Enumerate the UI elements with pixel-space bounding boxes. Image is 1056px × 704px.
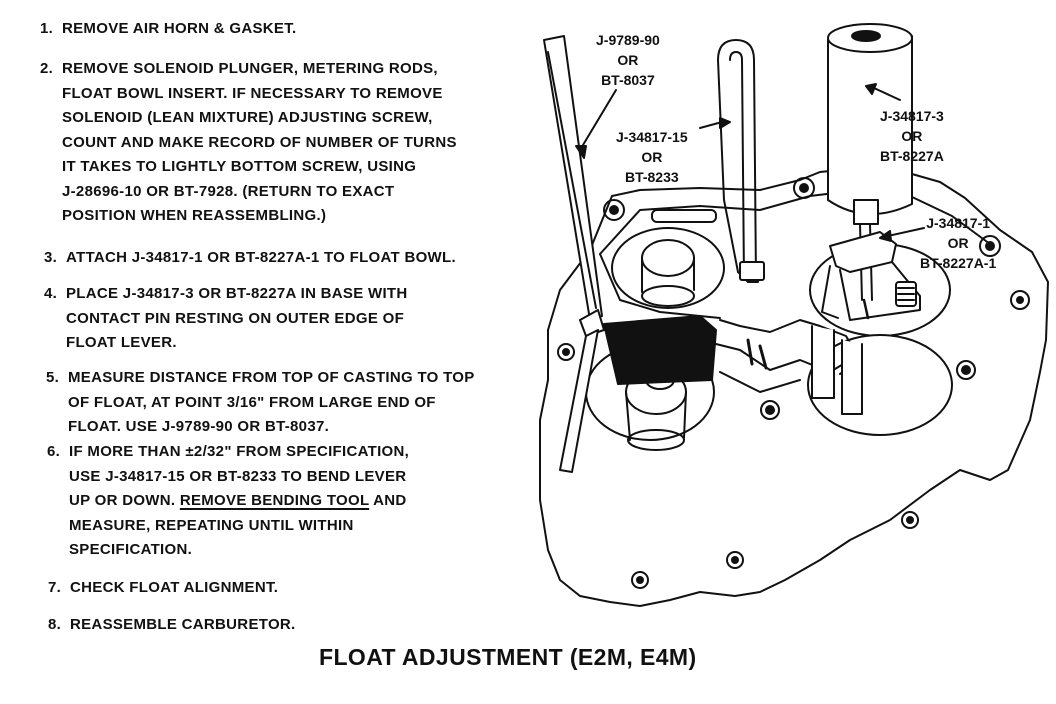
callout-line: OR (947, 235, 969, 251)
step-number: 2. (40, 60, 54, 77)
step-text-line: FLOAT BOWL INSERT. IF NECESSARY TO REMOV… (62, 84, 443, 102)
step-number: 5. (46, 369, 60, 386)
step-text-line: COUNT AND MAKE RECORD OF NUMBER OF TURNS (62, 133, 457, 151)
step-text-segment: AND (373, 492, 407, 509)
step-number: 3. (44, 249, 58, 266)
step-text-line: PLACE J-34817-3 OR BT-8227A IN BASE WITH (66, 285, 408, 302)
callout-line: J-34817-1 (926, 215, 991, 231)
callout-J-34817-15: J-34817-15 OR BT-8233 (616, 127, 688, 187)
step-text-line: SPECIFICATION. (69, 541, 193, 558)
callout-J-34817-1: J-34817-1 OR BT-8227A-1 (920, 213, 996, 273)
step-text-line: MEASURE DISTANCE FROM TOP OF CASTING TO … (68, 369, 475, 386)
callout-line: J-9789-90 (596, 32, 660, 48)
step-number: 7. (48, 579, 62, 596)
callout-line: OR (641, 149, 663, 165)
step-text-line: REASSEMBLE CARBURETOR. (70, 616, 296, 633)
callout-line: OR (617, 52, 639, 68)
callout-J-9789-90: J-9789-90 OR BT-8037 (596, 30, 660, 90)
step-text-line: CONTACT PIN RESTING ON OUTER EDGE OF (66, 309, 405, 327)
step-text-line: SOLENOID (LEAN MIXTURE) ADJUSTING SCREW, (62, 109, 433, 126)
step-text-segment: UP OR DOWN. (69, 492, 176, 509)
callout-line: J-34817-15 (616, 129, 688, 145)
underlined-emphasis: REMOVE BENDING TOOL (179, 492, 370, 509)
step-number: 8. (48, 616, 62, 633)
callout-line: OR (901, 128, 923, 144)
step-text-line: REMOVE SOLENOID PLUNGER, METERING RODS, (62, 60, 438, 77)
callout-J-34817-3: J-34817-3 OR BT-8227A (880, 106, 944, 166)
step-number: 6. (47, 443, 61, 460)
step-text-line: OF FLOAT, AT POINT 3/16" FROM LARGE END … (68, 393, 436, 411)
step-number: 4. (44, 285, 58, 302)
callout-line: BT-8227A-1 (920, 255, 997, 271)
callout-line: J-34817-3 (880, 108, 944, 124)
step-text-line: IT TAKES TO LIGHTLY BOTTOM SCREW, USING (62, 158, 417, 175)
step-text-line: ATTACH J-34817-1 OR BT-8227A-1 TO FLOAT … (66, 249, 456, 266)
step-text-line: FLOAT. USE J-9789-90 OR BT-8037. (68, 418, 330, 435)
callout-line: BT-8037 (601, 72, 655, 88)
step-text-line: FLOAT LEVER. (66, 334, 177, 351)
step-text-line: USE J-34817-15 OR BT-8233 TO BEND LEVER (69, 467, 407, 485)
step-text-line: CHECK FLOAT ALIGNMENT. (70, 579, 279, 596)
step-text-line: MEASURE, REPEATING UNTIL WITHIN (69, 516, 354, 534)
carburetor-illustration (539, 23, 1049, 607)
callout-line: BT-8233 (624, 169, 679, 185)
step-text-line: POSITION WHEN REASSEMBLING.) (62, 207, 327, 224)
step-text-line: REMOVE AIR HORN & GASKET. (62, 20, 297, 37)
step-text-line: J-28696-10 OR BT-7928. (RETURN TO EXACT (62, 182, 395, 200)
callout-line: BT-8227A (880, 148, 944, 164)
step-text-line: IF MORE THAN ±2/32" FROM SPECIFICATION, (69, 443, 410, 460)
step-number: 1. (40, 20, 54, 37)
figure-title: FLOAT ADJUSTMENT (E2M, E4M) (319, 644, 697, 670)
instruction-steps: 1. REMOVE AIR HORN & GASKET. 2. REMOVE S… (0, 0, 560, 640)
